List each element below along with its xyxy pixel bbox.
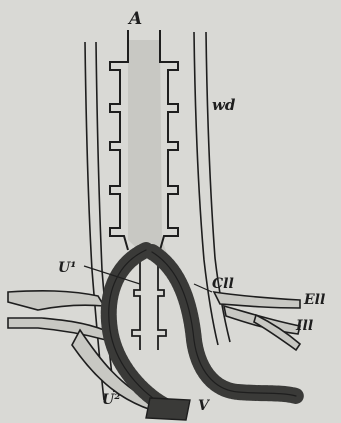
label-A: A	[127, 9, 142, 29]
label-U1: U¹	[58, 260, 76, 276]
label-U2: U²	[102, 392, 120, 408]
label-Ell: Ell	[303, 292, 325, 308]
label-Cll: Cll	[212, 276, 234, 292]
label-Ill: Ill	[295, 318, 313, 334]
v-terminal-segment	[146, 398, 190, 420]
label-wd: wd	[212, 96, 236, 114]
